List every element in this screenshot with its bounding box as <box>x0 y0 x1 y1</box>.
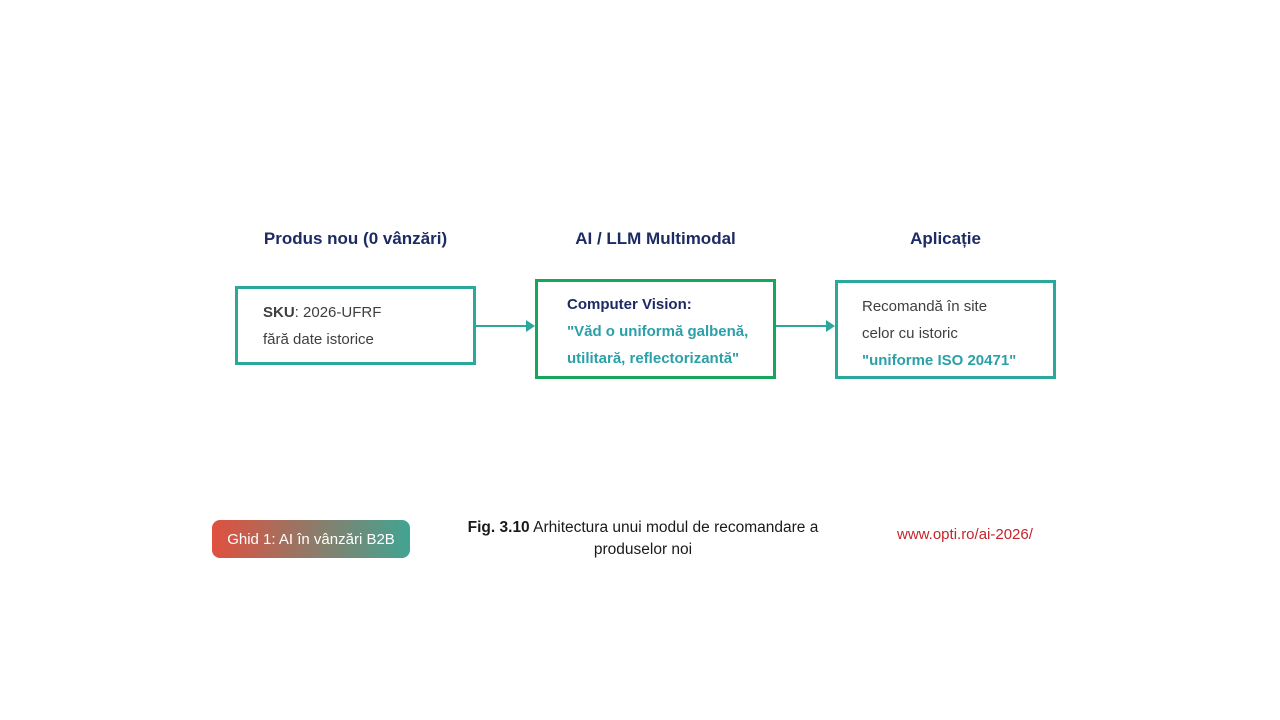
recommend-line-2: celor cu istoric <box>862 325 958 342</box>
flow-box-aplicatie: Recomandă în site celor cu istoric "unif… <box>835 280 1056 379</box>
figure-caption-text: Arhitectura unui modul de recomandare a … <box>529 519 819 558</box>
source-url-link[interactable]: www.opti.ro/ai-2026/ <box>897 526 1033 543</box>
sku-value: : 2026-UFRF <box>294 304 382 321</box>
computer-vision-label: Computer Vision: <box>567 296 692 313</box>
guide-badge: Ghid 1: AI în vânzări B2B <box>212 520 410 558</box>
figure-caption: Fig. 3.10 Arhitectura unui modul de reco… <box>443 517 843 560</box>
sku-label: SKU <box>263 304 295 321</box>
iso-uniforms-line: "uniforme ISO 20471" <box>862 352 1017 369</box>
flow-box-ai-llm: Computer Vision: "Văd o uniformă galbenă… <box>535 279 776 379</box>
recommend-line-1: Recomandă în site <box>862 298 988 315</box>
vision-output-line-2: utilitară, reflectorizantă" <box>567 350 740 367</box>
figure-number: Fig. 3.10 <box>467 519 530 536</box>
stage-header-produs-nou: Produs nou (0 vânzări) <box>263 229 448 248</box>
arrow-line <box>476 325 527 327</box>
arrow-line <box>776 325 827 327</box>
arrow-right-icon <box>826 320 835 332</box>
no-history-line: fără date istorice <box>263 331 374 348</box>
stage-header-aplicatie: Aplicație <box>910 229 981 248</box>
arrow-right-icon <box>526 320 535 332</box>
flow-box-produs-nou: SKU: 2026-UFRF fără date istorice <box>235 286 476 365</box>
vision-output-line-1: "Văd o uniformă galbenă, <box>567 323 749 340</box>
sku-line: SKU: 2026-UFRF <box>263 299 473 326</box>
stage-header-ai-llm: AI / LLM Multimodal <box>575 229 736 248</box>
